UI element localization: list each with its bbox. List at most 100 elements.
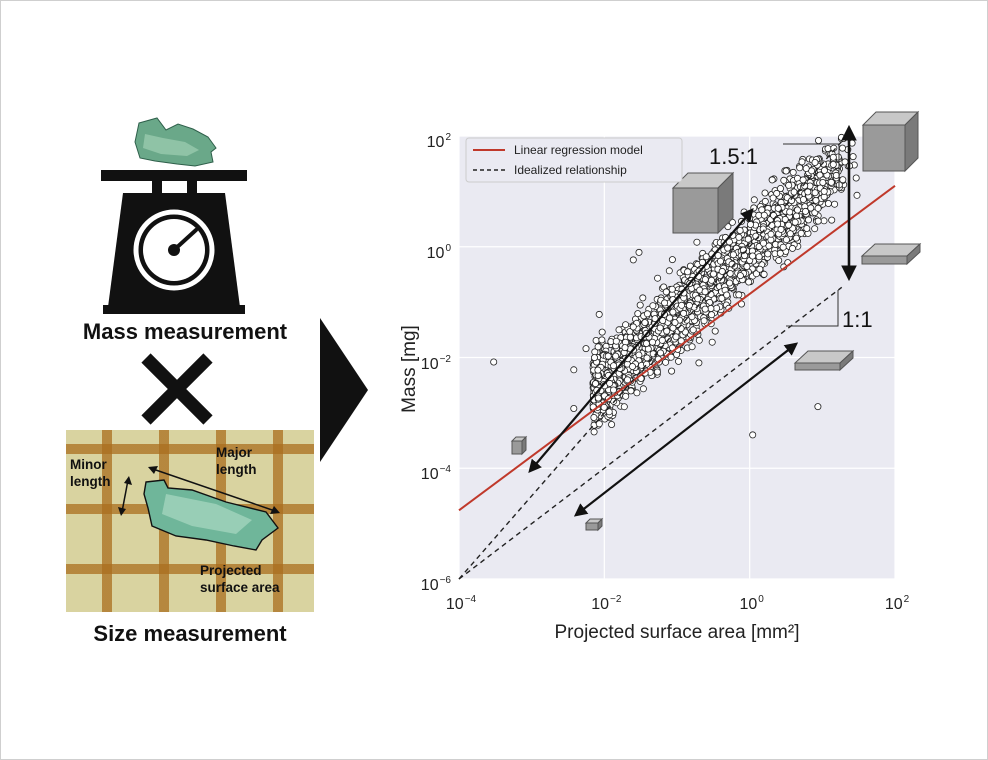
data-point [782,236,790,244]
data-point [789,168,797,176]
data-point [665,267,673,275]
chart-legend: Linear regression model Idealized relati… [465,137,683,183]
data-point [723,291,731,299]
data-point [635,351,643,359]
data-point [829,153,837,161]
data-point [796,164,804,172]
x-tick-label: 100 [739,594,764,613]
data-point [685,301,693,309]
major-length-label: Major length [216,445,257,477]
data-point [794,206,802,214]
data-point [750,196,758,204]
data-point [622,392,630,400]
data-point [812,196,820,204]
outlier-point [629,256,637,264]
data-point [802,207,810,215]
data-point [633,389,641,397]
data-point [718,267,726,275]
flow-arrow-icon [320,318,368,462]
x-tick-label: 10−4 [445,594,477,613]
data-point [701,305,709,313]
data-point [816,171,824,179]
data-point [724,244,732,252]
mass-measurement-label: Mass measurement [82,319,288,344]
data-point [736,226,744,234]
data-point [811,158,819,166]
data-point [852,174,860,182]
data-point [773,189,781,197]
data-point [653,368,661,376]
data-point [804,188,812,196]
data-point [820,217,828,225]
data-point [643,310,651,318]
data-point [760,270,768,278]
data-point [803,224,811,232]
data-point [590,413,598,421]
data-point [669,308,677,316]
y-tick-label: 100 [426,242,451,262]
data-point [768,176,776,184]
data-point [678,301,686,309]
ratio-label-1-5: 1.5:1 [709,144,758,169]
data-point [749,252,757,260]
data-point [755,253,763,261]
microscope-photo: Minor length Major length Projected surf… [66,430,314,612]
data-point [729,251,737,259]
data-point [780,176,788,184]
data-point [627,387,635,395]
slope-triangle-1-5 [783,143,840,190]
outlier-point [570,366,578,374]
data-point [798,158,806,166]
x-axis-label: Projected surface area [mm²] [554,622,800,643]
data-point [824,199,832,207]
weighing-scale-icon [101,117,247,314]
data-point [656,324,664,332]
data-point [711,327,719,335]
outlier-point [749,431,757,439]
y-axis-label: Mass [mg] [399,325,420,413]
data-point [610,386,618,394]
data-point [735,233,743,241]
data-point [815,136,823,144]
data-point [634,310,642,318]
data-point [612,352,620,360]
data-point [672,333,680,341]
data-point [765,242,773,250]
data-point [610,362,618,370]
data-point [592,336,600,344]
data-point [811,225,819,233]
data-point [591,354,599,362]
data-point [708,338,716,346]
data-point [760,239,768,247]
large-cube-icon [671,171,735,235]
data-point [666,314,674,322]
data-point [807,204,815,212]
data-point [643,354,651,362]
data-point [624,376,632,384]
data-point [777,225,785,233]
outlier-point [853,191,861,199]
data-point [811,189,819,197]
data-point [736,272,744,280]
y-tick-label: 10−4 [420,464,451,484]
data-point [668,285,676,293]
data-point [668,256,676,264]
data-point [688,343,696,351]
data-point [662,288,670,296]
outlier-point [595,310,603,318]
data-point [675,357,683,365]
outlier-point [695,359,703,367]
data-point [767,230,775,238]
data-point [608,420,616,428]
data-point [701,275,709,283]
data-point [775,256,783,264]
data-point [831,200,839,208]
top-right-cube-icon [861,110,920,173]
data-point [832,171,840,179]
data-point [694,295,702,303]
data-point [662,358,670,366]
data-point [839,144,847,152]
data-point [764,250,772,258]
data-point [708,276,716,284]
data-point [789,244,797,252]
